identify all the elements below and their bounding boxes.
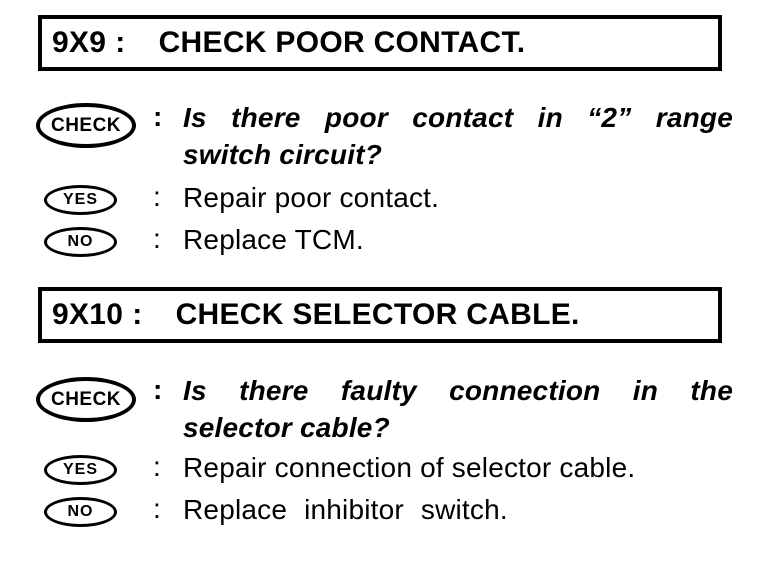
yes-badge: YES — [44, 455, 117, 485]
check-question-line2: selector cable? — [183, 412, 390, 443]
no-action: Replace inhibitor switch. — [183, 494, 508, 525]
no-separator: : — [153, 223, 161, 254]
yes-action: Repair connection of selector cable. — [183, 452, 636, 483]
yes-badge-label: YES — [62, 461, 98, 478]
no-separator: : — [153, 493, 161, 524]
yes-badge: YES — [44, 185, 117, 215]
yes-separator: : — [153, 451, 161, 482]
no-badge-label: NO — [67, 503, 94, 520]
step-title: CHECK POOR CONTACT. — [158, 26, 526, 59]
check-question: Is there poor contact in “2” range switc… — [183, 99, 733, 173]
yes-action: Repair poor contact. — [183, 182, 440, 213]
check-question: Is there faulty connection in the select… — [183, 372, 733, 446]
check-badge-label: CHECK — [50, 388, 122, 410]
step-id: 9X9 — [52, 26, 107, 59]
check-badge: CHECK — [36, 377, 136, 422]
yes-separator: : — [153, 181, 161, 212]
check-question-line2: switch circuit? — [183, 139, 383, 170]
yes-badge-label: YES — [62, 191, 98, 208]
no-badge: NO — [44, 227, 117, 257]
no-badge-label: NO — [67, 233, 94, 250]
check-question-line1: Is there poor contact in “2” range — [183, 102, 733, 133]
step-title: CHECK SELECTOR CABLE. — [175, 298, 580, 331]
no-badge: NO — [44, 497, 117, 527]
check-separator: : — [153, 374, 163, 405]
check-separator: : — [153, 101, 163, 132]
step-header-9x9: 9X9 : CHECK POOR CONTACT. — [38, 15, 722, 71]
check-badge: CHECK — [36, 103, 136, 148]
step-id-separator: : — [115, 26, 126, 59]
step-id: 9X10 — [52, 298, 124, 331]
no-action: Replace TCM. — [183, 224, 364, 255]
check-question-line1: Is there faulty connection in the — [183, 375, 733, 406]
step-id-separator: : — [132, 298, 143, 331]
check-badge-label: CHECK — [50, 114, 122, 136]
step-header-9x10: 9X10 : CHECK SELECTOR CABLE. — [38, 287, 722, 343]
